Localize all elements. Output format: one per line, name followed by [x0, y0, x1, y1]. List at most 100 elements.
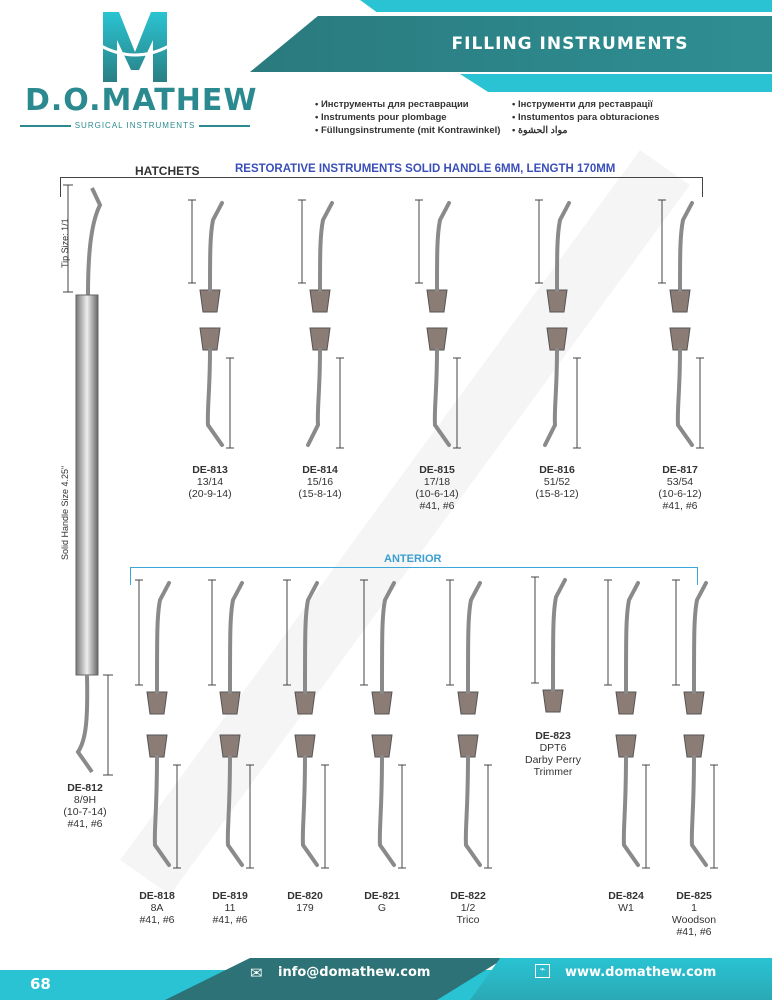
handle-collar: [669, 289, 691, 313]
product-code: DE-823: [535, 730, 571, 742]
product-spec: #41, #6: [662, 500, 698, 512]
instrument-shaft: [155, 581, 171, 694]
dimension-line: [360, 579, 368, 686]
website-link[interactable]: www.domathew.com: [565, 965, 717, 980]
handle-collar: [146, 691, 168, 715]
product-spec: #41, #6: [419, 500, 455, 512]
dimension-line: [453, 357, 461, 449]
handle-collar: [199, 289, 221, 313]
handle-collar: [457, 691, 479, 715]
languages-left: Инструменты для реставрацииInstruments p…: [315, 98, 500, 137]
instrument-illustrations: [63, 184, 718, 869]
hatchets-bracket: [60, 177, 703, 197]
email-link[interactable]: info@domathew.com: [278, 965, 431, 980]
instrument-shaft: [377, 755, 396, 867]
instrument-tip: [75, 674, 94, 774]
product-spec: 17/18: [423, 476, 451, 488]
instrument-shaft: [466, 581, 482, 694]
handle-collar: [371, 691, 393, 715]
instrument-shaft: [225, 755, 244, 867]
instrument-shaft: [306, 348, 322, 447]
product-spec: Woodson: [671, 914, 717, 926]
product-spec: (10-7-14): [63, 806, 107, 818]
handle-collar: [546, 327, 568, 351]
handle-collar: [219, 691, 241, 715]
instrument-shaft: [432, 348, 451, 447]
dimension-line: [135, 579, 143, 686]
product-spec: 8/9H: [73, 794, 97, 806]
instrument-shaft: [205, 348, 224, 447]
website-icon: ⌁: [535, 964, 550, 978]
hatchets-heading: HATCHETS: [135, 164, 200, 178]
product-spec: G: [377, 902, 387, 914]
instrument-shaft: [678, 201, 694, 292]
handle-collar: [615, 691, 637, 715]
dimension-line: [642, 764, 650, 869]
product-code: DE-822: [450, 890, 486, 902]
product-spec: 13/14: [196, 476, 224, 488]
handle-collar: [546, 289, 568, 313]
brand-name: D.O.MATHEW: [25, 83, 258, 118]
handle-collar: [457, 734, 479, 758]
handle-collar: [669, 327, 691, 351]
page-title: FILLING INSTRUMENTS: [451, 34, 689, 54]
product-spec: Darby Perry: [524, 754, 581, 766]
handle-collar: [683, 734, 705, 758]
instrument-shaft: [303, 581, 319, 694]
handle-collar: [146, 734, 168, 758]
product-code: DE-819: [212, 890, 248, 902]
page-number: 68: [30, 975, 51, 993]
instrument-shaft: [543, 348, 559, 447]
dimension-line: [298, 199, 306, 284]
dimension-line: [246, 764, 254, 869]
anterior-bracket: [130, 567, 698, 585]
product-spec: Trimmer: [533, 766, 573, 778]
header-band-bottom: [460, 74, 772, 92]
product-spec: (20-9-14): [188, 488, 232, 500]
footer-band-light: [470, 958, 772, 1000]
dimension-line: [336, 357, 344, 449]
instrument-tip: [86, 187, 103, 296]
product-spec: (10-6-14): [415, 488, 459, 500]
instrument-shaft: [555, 201, 571, 292]
product-code: DE-820: [287, 890, 323, 902]
product-spec: 1/2: [460, 902, 476, 914]
instrument-shaft: [380, 581, 396, 694]
dimension-line: [535, 199, 543, 284]
instrument-shaft: [228, 581, 244, 694]
product-code: DE-821: [364, 890, 400, 902]
dimension-line: [696, 357, 704, 449]
instrument-shaft: [463, 755, 482, 867]
product-spec: 179: [296, 902, 314, 914]
handle-collar: [294, 691, 316, 715]
instrument-shaft: [435, 201, 451, 292]
dimension-line: [63, 184, 113, 776]
product-spec: 51/52: [543, 476, 571, 488]
dimension-line: [531, 576, 539, 684]
handle-collar: [426, 327, 448, 351]
dimension-line: [604, 579, 612, 686]
dimension-line: [188, 199, 196, 284]
dimension-line: [283, 579, 291, 686]
product-spec: 8A: [150, 902, 164, 914]
dimension-line: [173, 764, 181, 869]
product-spec: #41, #6: [67, 818, 103, 830]
product-spec: 1: [691, 902, 697, 914]
languages-right: Інструменти для реставраціїInstumentos p…: [512, 98, 659, 137]
handle-collar: [426, 289, 448, 313]
dimension-line: [573, 357, 581, 449]
product-spec: #41, #6: [212, 914, 248, 926]
handle-collar: [371, 734, 393, 758]
anterior-heading: ANTERIOR: [384, 553, 442, 565]
product-spec: DPT6: [539, 742, 567, 754]
instrument-shaft: [208, 201, 224, 292]
dimension-line: [398, 764, 406, 869]
